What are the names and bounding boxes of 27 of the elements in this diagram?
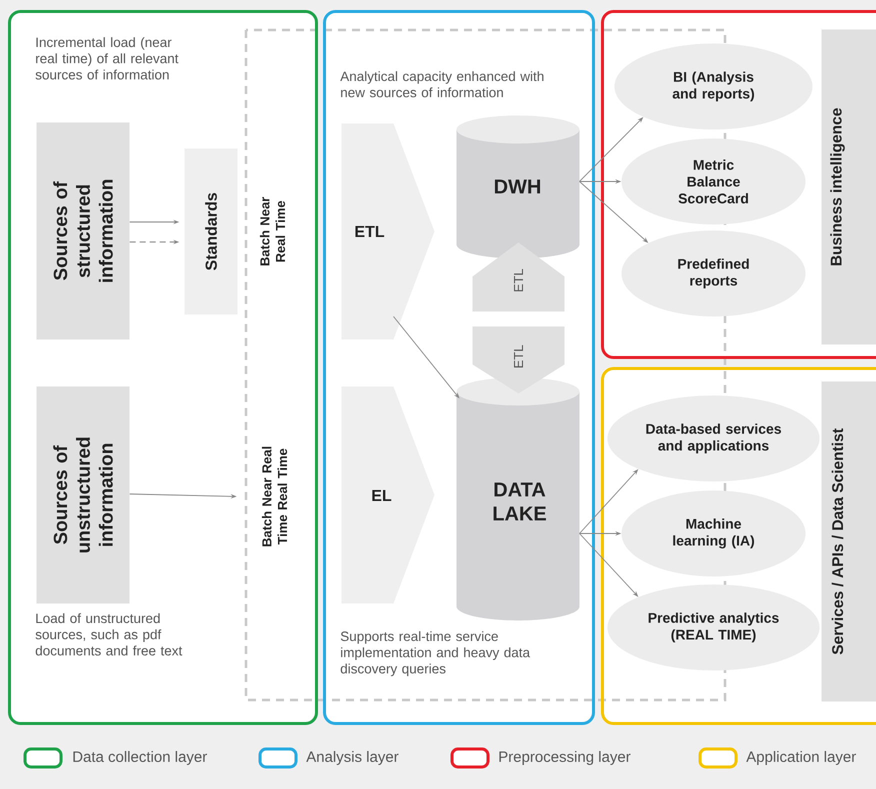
legend-label: Preprocessing layer: [499, 751, 630, 765]
note-text: Load of unstructured sources, such as pdf documents and free text: [36, 613, 182, 656]
block-arrow: [472, 242, 564, 312]
category-bar: Services / APIs / Data Scientist: [822, 382, 876, 702]
ellipse-node: Predictive analytics (REAL TIME): [607, 584, 820, 670]
edge-label: ETL: [514, 268, 523, 292]
ellipse-node: Data-based services and applications: [607, 396, 820, 482]
block-arrow: [472, 326, 564, 394]
category-bar: Business intelligence: [822, 30, 876, 344]
legend-label: Data collection layer: [73, 751, 207, 765]
legend-label: Application layer: [746, 751, 856, 765]
standards-box: Standards: [184, 148, 238, 314]
ellipse-node: Machine learning (IA): [622, 490, 806, 576]
note-text: Analytical capacity enhanced with new sources of information: [340, 71, 544, 98]
ellipse-node: Predefined reports: [622, 230, 806, 316]
batch-label: Batch Near Real Time: [260, 197, 286, 266]
note-text: Supports real-time service implementation and heavy data discovery queries: [340, 631, 530, 676]
database-cylinder: DWH: [456, 116, 580, 258]
note-text: Incremental load (near real time) of all relevant sources of information: [36, 37, 178, 80]
database-cylinder: DATA LAKE: [456, 378, 580, 620]
ellipse-node: Metric Balance ScoreCard: [622, 138, 806, 224]
ellipse-node: BI (Analysis and reports): [614, 44, 812, 130]
source-box: Sources of unstructured information: [36, 386, 130, 604]
legend-label: Analysis layer: [306, 751, 398, 765]
edge-label: ETL: [514, 345, 523, 368]
batch-label: Batch Near Real Time Real Time: [262, 446, 288, 546]
source-box: Sources of structured information: [36, 122, 130, 340]
